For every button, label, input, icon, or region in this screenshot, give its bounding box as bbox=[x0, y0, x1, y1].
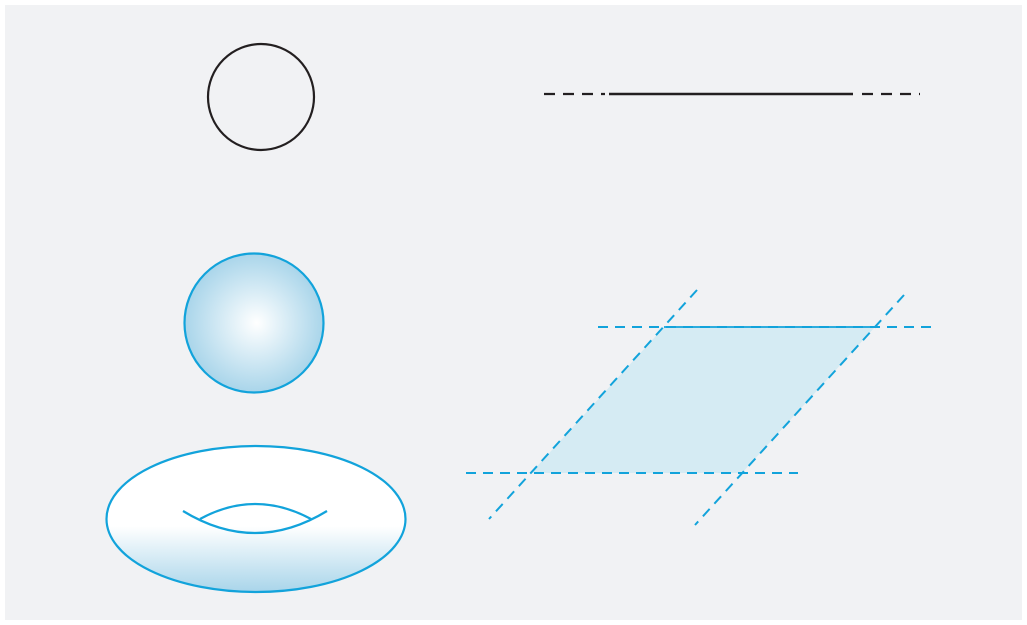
torus-figure bbox=[107, 446, 406, 592]
sphere-figure bbox=[185, 254, 324, 393]
torus-outer-ellipse bbox=[107, 446, 406, 592]
